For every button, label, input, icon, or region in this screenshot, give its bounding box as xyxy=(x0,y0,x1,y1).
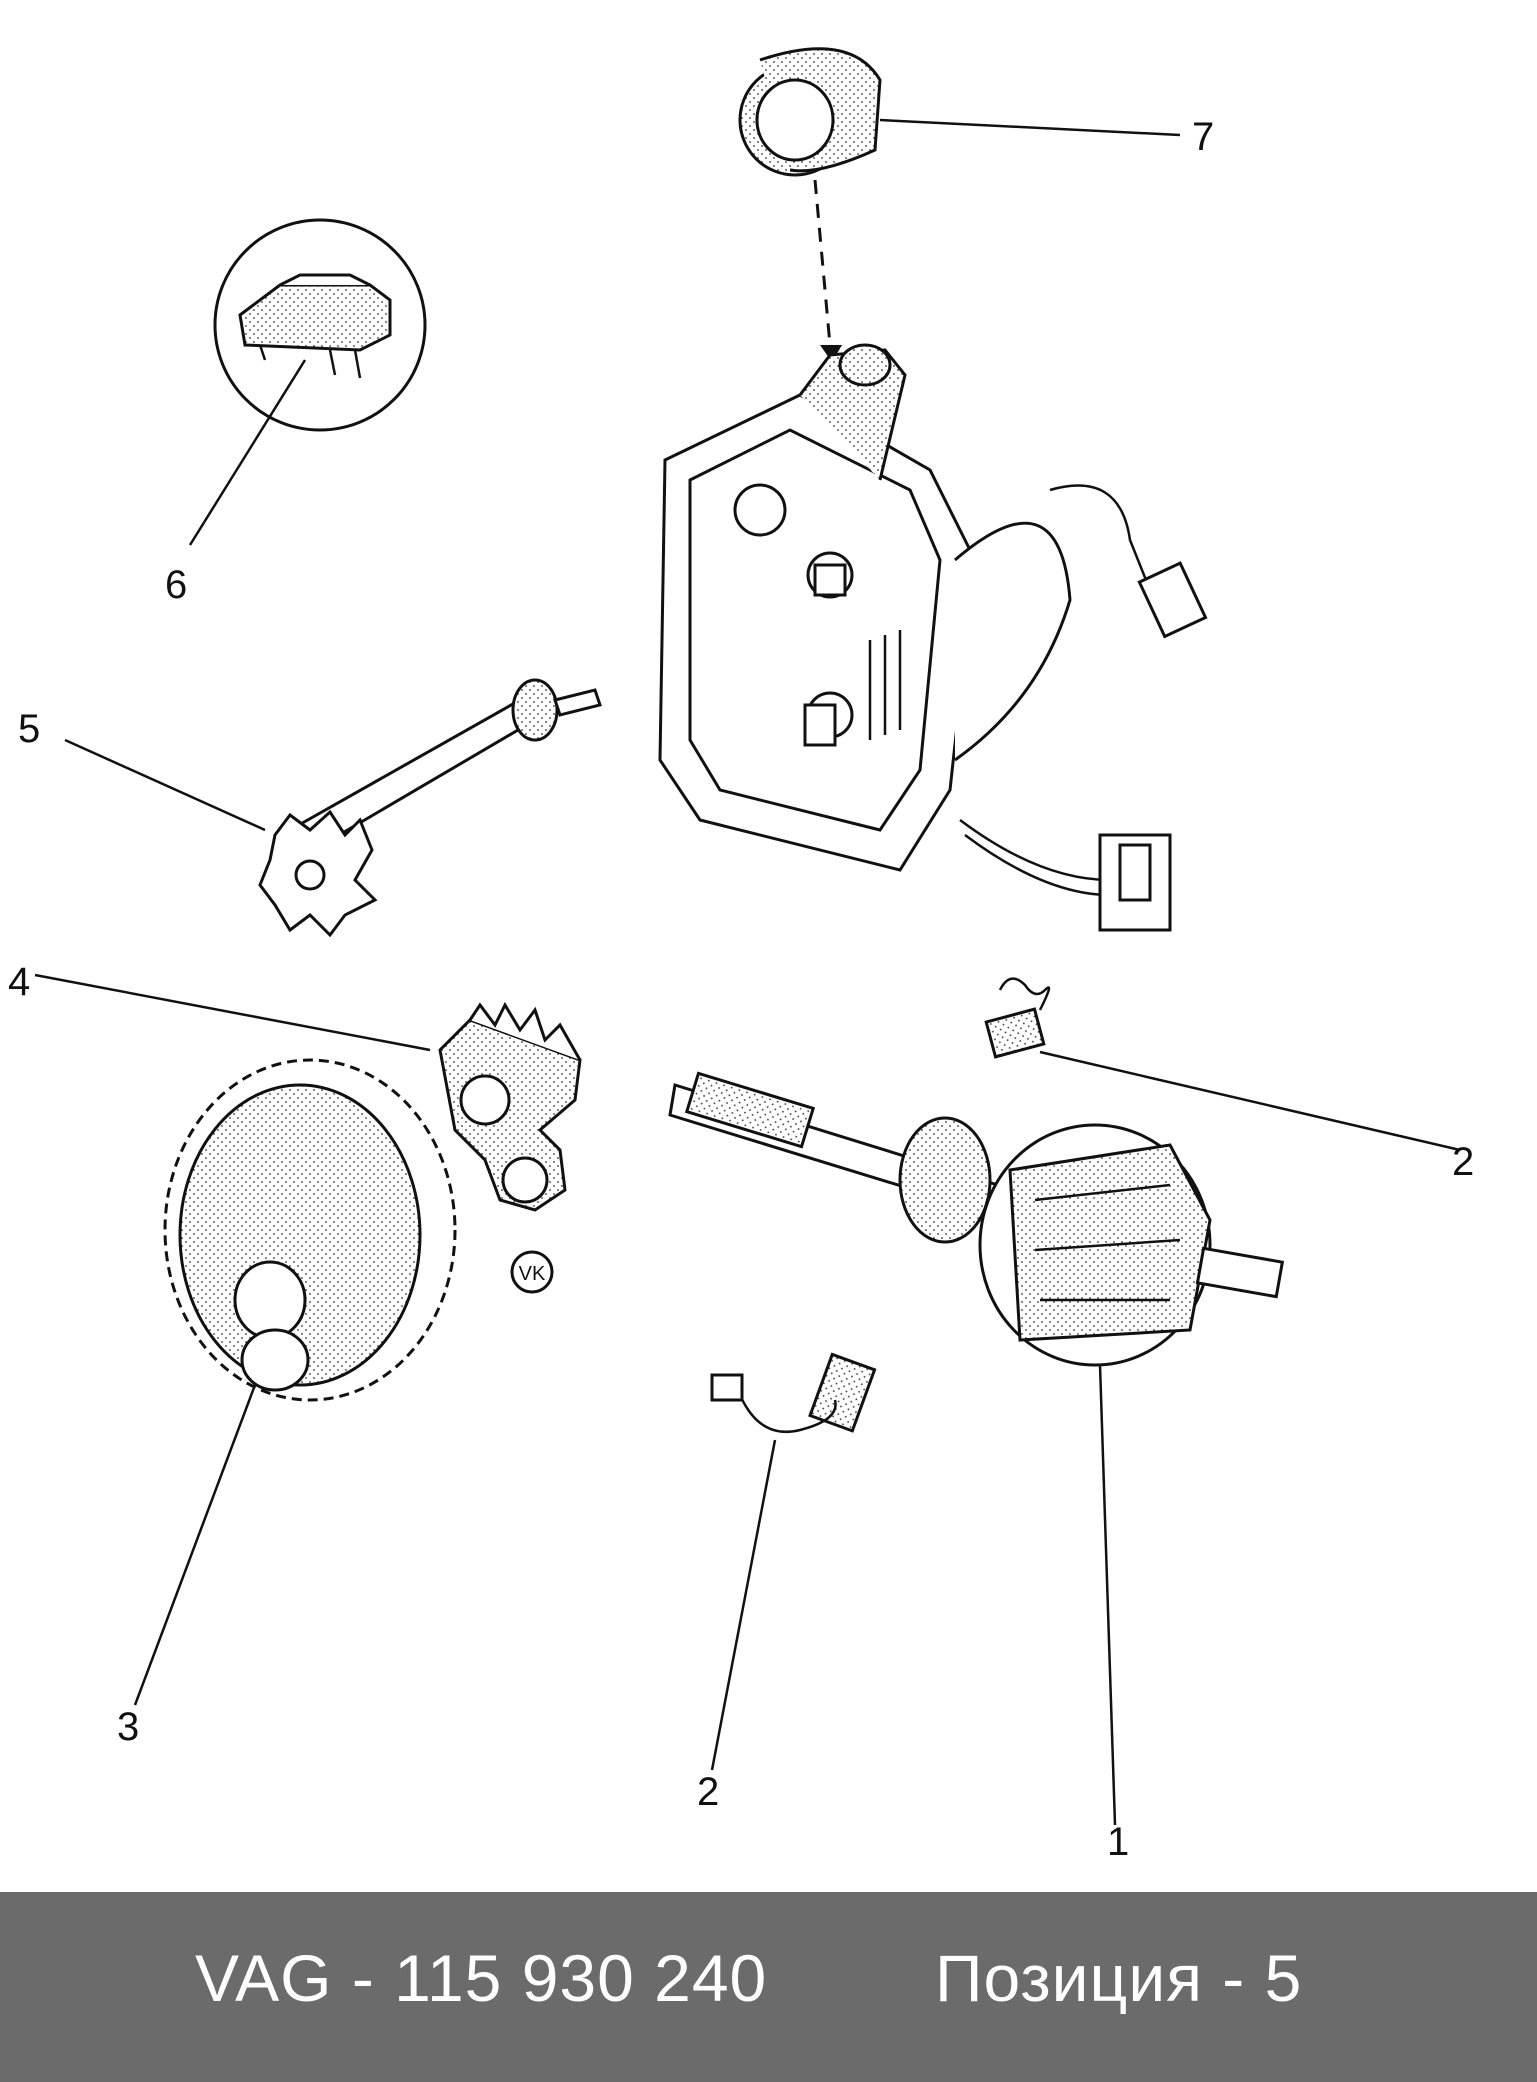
callout-3: 3 xyxy=(117,1705,139,1749)
callout-5: 5 xyxy=(18,707,40,751)
carbon-brush-upper xyxy=(984,977,1051,1059)
callout-1: 1 xyxy=(1107,1820,1129,1864)
carbon-brush-lower xyxy=(710,1352,877,1434)
vk-stamp: VK xyxy=(510,1250,554,1294)
callout-4: 4 xyxy=(8,960,30,1004)
armature-part xyxy=(668,1071,1285,1367)
motor-housing xyxy=(658,343,1208,932)
pinion-shaft-part xyxy=(258,678,602,938)
large-gear-part xyxy=(163,1058,457,1402)
exploded-parts-diagram: VK 1 2 2 3 4 5 6 7 xyxy=(8,47,1474,1864)
callout-2-right: 2 xyxy=(1452,1140,1474,1184)
svg-text:VK: VK xyxy=(519,1263,546,1285)
callout-2-bottom: 2 xyxy=(697,1770,719,1814)
callout-6: 6 xyxy=(165,563,187,607)
part-number: VAG - 115 930 240 xyxy=(195,1941,768,2015)
position-label: Позиция - 5 xyxy=(935,1941,1303,2015)
bushing-ring-part xyxy=(738,47,882,177)
connector-detail-circle xyxy=(213,218,427,432)
callout-7: 7 xyxy=(1192,115,1214,159)
gear-lever-part xyxy=(438,1001,582,1212)
footer-bar xyxy=(0,1892,1537,2082)
